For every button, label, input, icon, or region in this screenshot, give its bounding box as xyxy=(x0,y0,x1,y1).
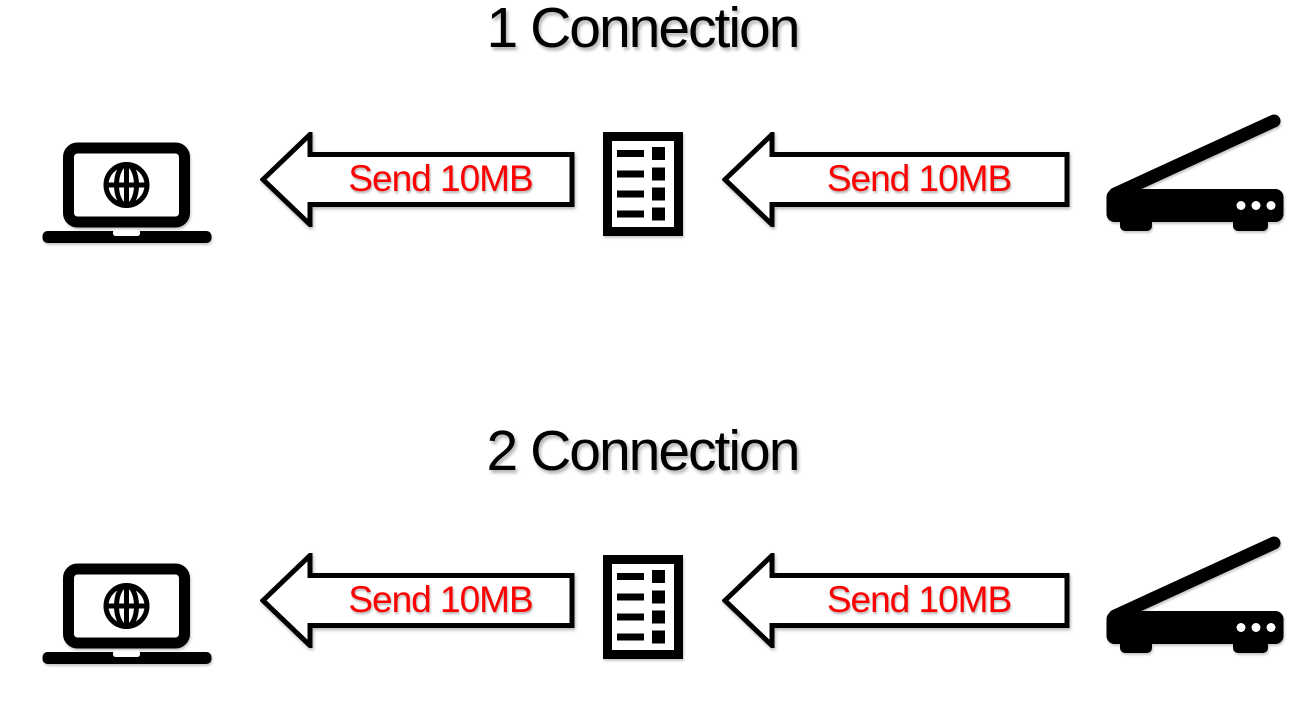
laptop-globe-icon xyxy=(42,563,212,666)
arrow-label: Send 10MB xyxy=(826,579,1012,620)
block-arrow-left-shape xyxy=(260,553,575,648)
arrow-label: Send 10MB xyxy=(348,579,533,620)
laptop-globe-icon xyxy=(42,563,212,664)
send-arrow: Send 10MB xyxy=(260,132,575,227)
send-arrow: Send 10MB xyxy=(260,553,575,648)
document-list-icon xyxy=(603,555,683,659)
globe-icon xyxy=(103,162,150,208)
send-arrow: Send 10MB xyxy=(722,132,1070,227)
section-title: 1 Connection xyxy=(486,0,801,60)
block-arrow-left-shape xyxy=(260,132,575,227)
globe-icon xyxy=(103,583,150,629)
document-list-icon xyxy=(603,555,683,659)
laptop-globe-icon xyxy=(42,142,212,245)
laptop-globe-icon xyxy=(42,142,212,243)
scanner-icon xyxy=(1106,114,1284,231)
send-arrow: Send 10MB xyxy=(722,553,1070,648)
scanner-icon xyxy=(1106,535,1286,657)
arrow-label: Send 10MB xyxy=(826,158,1012,199)
block-arrow-left-shape xyxy=(722,132,1070,227)
scanner-icon xyxy=(1106,536,1284,653)
arrow-label: Send 10MB xyxy=(348,158,533,199)
document-list-icon xyxy=(603,132,683,236)
block-arrow-left-shape xyxy=(722,553,1070,648)
document-list-icon xyxy=(603,132,683,236)
section-title: 2 Connection xyxy=(486,419,801,483)
scanner-icon xyxy=(1106,113,1286,235)
